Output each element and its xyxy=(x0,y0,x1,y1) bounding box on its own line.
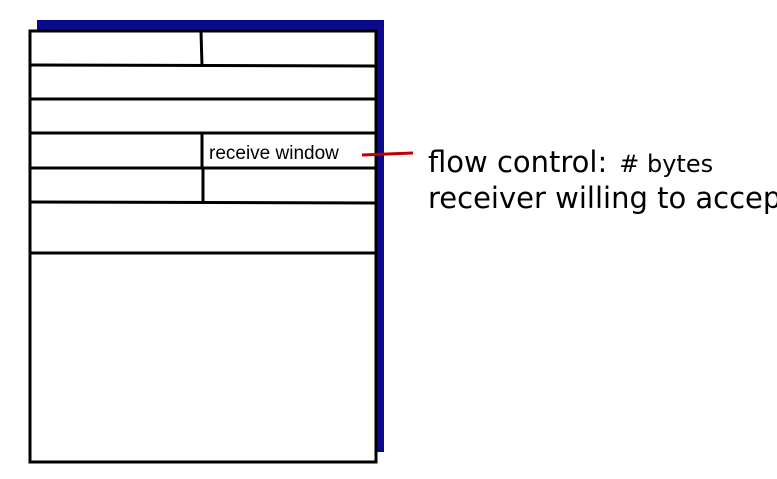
column-divider-1 xyxy=(199,30,204,67)
receive-window-label: receive window xyxy=(209,143,339,164)
annotation-title-detail: # bytes xyxy=(619,150,713,178)
leader-line xyxy=(361,151,414,157)
annotation-line-2: receiver willing to accept xyxy=(428,181,777,215)
annotation-line-1: flow control: # bytes xyxy=(428,145,713,179)
annotation-title: flow control: xyxy=(428,145,607,179)
segment-body xyxy=(28,29,378,464)
field-dividers xyxy=(29,30,377,255)
